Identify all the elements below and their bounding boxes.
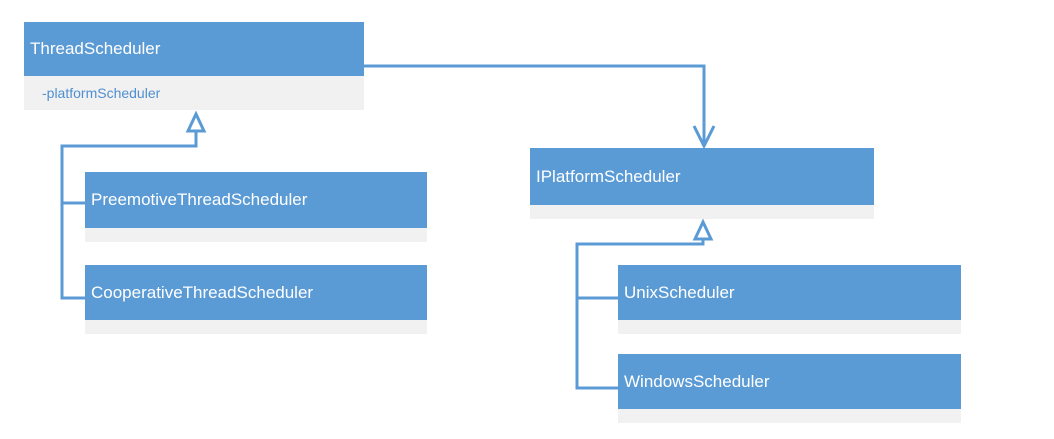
association-line bbox=[364, 64, 706, 145]
class-body bbox=[85, 228, 427, 242]
class-name: PreemotiveThreadScheduler bbox=[85, 172, 427, 228]
class-windows-scheduler: WindowsScheduler bbox=[618, 354, 961, 423]
class-name: WindowsScheduler bbox=[618, 354, 961, 409]
class-name: CooperativeThreadScheduler bbox=[85, 265, 427, 320]
class-name: IPlatformScheduler bbox=[530, 148, 874, 205]
class-thread-scheduler: ThreadScheduler -platformScheduler bbox=[24, 22, 364, 110]
class-name: UnixScheduler bbox=[618, 265, 961, 320]
class-body bbox=[530, 205, 874, 219]
class-name: ThreadScheduler bbox=[24, 22, 364, 76]
inheritance-arrowhead bbox=[185, 110, 207, 133]
class-cooperative-thread-scheduler: CooperativeThreadScheduler bbox=[85, 265, 427, 334]
inheritance-arrowhead bbox=[692, 218, 714, 241]
class-body bbox=[618, 320, 961, 334]
class-iplatform-scheduler: IPlatformScheduler bbox=[530, 148, 874, 219]
class-attribute: -platformScheduler bbox=[42, 85, 161, 101]
class-body: -platformScheduler bbox=[24, 76, 364, 110]
class-body bbox=[618, 409, 961, 423]
class-unix-scheduler: UnixScheduler bbox=[618, 265, 961, 334]
class-body bbox=[85, 320, 427, 334]
class-preemptive-thread-scheduler: PreemotiveThreadScheduler bbox=[85, 172, 427, 242]
association-arrowhead bbox=[692, 125, 716, 150]
